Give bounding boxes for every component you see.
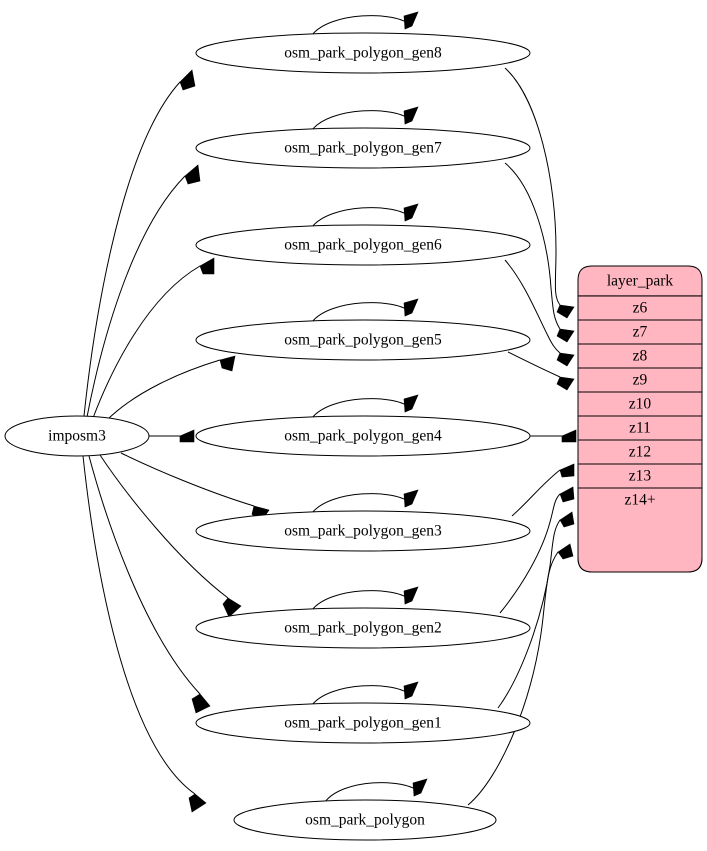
graph-nodes: osm_park_polygon_gen8 osm_park_polygon_g… [4,32,531,841]
edge-imposm3-to-gen1 [88,455,211,714]
node-base[interactable]: osm_park_polygon [233,799,497,841]
node-gen6[interactable]: osm_park_polygon_gen6 [195,224,531,266]
self-loop-base [324,778,428,803]
self-loop-gen7 [311,106,419,131]
self-loops [311,11,428,803]
self-loop-gen5 [311,298,419,323]
edge-gen2-to-z12 [499,486,575,614]
node-gen7[interactable]: osm_park_polygon_gen7 [195,127,531,169]
table-row[interactable]: z6 [577,295,703,321]
table-row[interactable]: z9 [577,367,703,393]
edge-imposm3-to-gen7 [86,164,201,418]
node-gen4[interactable]: osm_park_polygon_gen4 [195,415,531,457]
node-gen5[interactable]: osm_park_polygon_gen5 [195,319,531,361]
edge-gen4-to-z10 [530,429,577,443]
table-row[interactable]: z13 [577,463,703,489]
edge-gen5-to-z9 [507,351,575,391]
self-loop-gen1 [311,681,419,706]
self-loop-gen4 [311,394,419,419]
node-gen1[interactable]: osm_park_polygon_gen1 [195,702,531,744]
edge-imposm3-to-gen8 [83,69,196,417]
table-row[interactable]: z14+ [577,487,703,573]
edge-imposm3-to-gen6 [92,257,215,419]
node-imposm3[interactable]: imposm3 [4,415,150,457]
table-row[interactable]: z12 [577,439,703,465]
edges-to-table [467,67,577,806]
layer-park-table: layer_park z6 z7 z8 z9 z10 [577,265,703,573]
table-row[interactable]: z8 [577,343,703,369]
edge-gen8-to-z6 [504,67,575,319]
edge-gen1-to-z13 [497,511,575,709]
self-loop-gen3 [311,489,419,514]
edge-imposm3-to-gen4 [149,429,195,443]
edge-imposm3-to-gen5 [107,355,236,420]
table-row[interactable]: z10 [577,391,703,417]
self-loop-gen8 [311,11,419,36]
self-loop-gen6 [311,203,419,228]
node-gen8[interactable]: osm_park_polygon_gen8 [195,32,531,74]
edge-imposm3-to-base [82,455,207,813]
node-gen2[interactable]: osm_park_polygon_gen2 [195,607,531,649]
edge-base-to-z14plus [467,543,574,806]
edge-gen6-to-z8 [504,259,575,367]
self-loop-gen2 [311,586,419,611]
edge-gen3-to-z11 [511,463,575,517]
table-row[interactable]: z7 [577,319,703,345]
table-row[interactable]: z11 [577,415,703,441]
node-gen3[interactable]: osm_park_polygon_gen3 [195,510,531,552]
edge-gen7-to-z7 [504,162,575,343]
